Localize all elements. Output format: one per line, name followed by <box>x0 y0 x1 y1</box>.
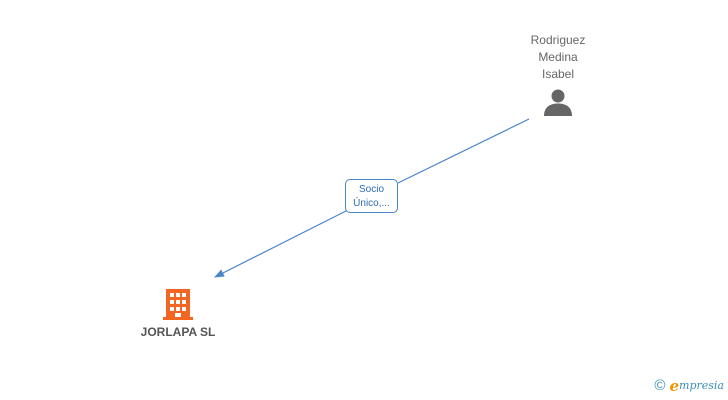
copyright-icon: © <box>654 377 666 394</box>
relation-label-line-1: Socio <box>358 184 384 195</box>
person-icon[interactable] <box>543 87 573 117</box>
brand-initial: e <box>669 377 680 395</box>
company-name[interactable]: JORLAPA SL <box>140 325 216 339</box>
person-node[interactable]: Rodriguez Medina Isabel <box>508 32 608 117</box>
building-icon[interactable] <box>161 286 195 322</box>
person-name-line-3: Isabel <box>541 67 575 81</box>
person-name-line-2: Medina <box>538 50 578 64</box>
person-name[interactable]: Rodriguez Medina Isabel <box>508 32 608 83</box>
relation-edge-upper <box>397 118 530 184</box>
company-node[interactable]: JORLAPA SL <box>128 286 228 340</box>
brand-name: mpresia <box>679 379 724 392</box>
relation-edge-lower <box>214 210 347 278</box>
person-name-line-1: Rodriguez <box>530 33 586 47</box>
brand-logo: © e mpresia <box>654 376 724 396</box>
relation-label-line-2: Único,... <box>353 198 390 209</box>
relation-label[interactable]: Socio Único,... <box>345 179 398 213</box>
